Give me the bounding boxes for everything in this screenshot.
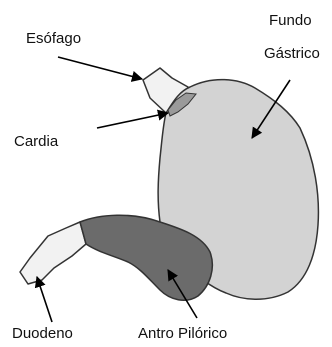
label-fundo-line1: Fundo bbox=[269, 13, 312, 28]
duodenum-shape bbox=[20, 222, 86, 284]
label-cardia: Cardia bbox=[14, 134, 58, 149]
label-fundo-line2: Gástrico bbox=[264, 46, 320, 61]
duodeno-arrow bbox=[37, 277, 52, 322]
cardia-arrow bbox=[97, 113, 168, 128]
esofago-arrow bbox=[58, 57, 142, 79]
label-esofago: Esófago bbox=[26, 31, 81, 46]
label-antro: Antro Pilórico bbox=[138, 326, 227, 341]
label-duodeno: Duodeno bbox=[12, 326, 73, 341]
